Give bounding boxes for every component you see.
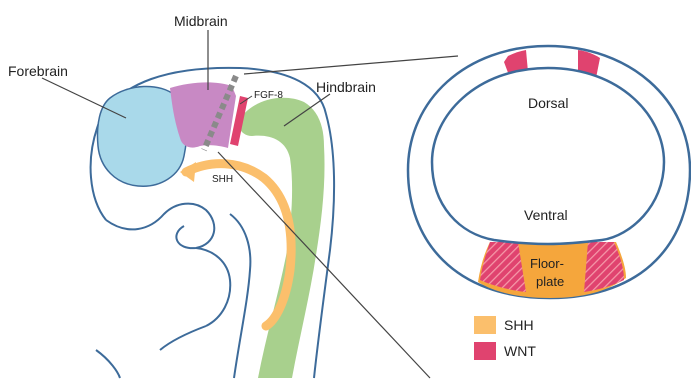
embryo-jaw-outline bbox=[196, 248, 230, 326]
legend-label-shh: SHH bbox=[504, 317, 534, 333]
hindbrain-label: Hindbrain bbox=[316, 79, 376, 95]
fgf8-label: FGF-8 bbox=[254, 90, 283, 101]
legend-swatch-shh bbox=[474, 316, 496, 334]
legend-label-wnt: WNT bbox=[504, 343, 536, 359]
section-pointer-upper bbox=[244, 56, 458, 74]
floorplate-label-line2: plate bbox=[536, 274, 564, 289]
ventral-label: Ventral bbox=[524, 207, 568, 223]
embryo-face-outline bbox=[106, 204, 214, 249]
embryo-neck-outline bbox=[230, 214, 250, 378]
dorsal-label: Dorsal bbox=[528, 95, 568, 111]
midbrain-label: Midbrain bbox=[174, 13, 228, 29]
floorplate-label-line1: Floor- bbox=[530, 256, 564, 271]
shh-arrowhead bbox=[180, 162, 196, 182]
embryo-pharynx-outline bbox=[160, 326, 206, 350]
shh-label: SHH bbox=[212, 174, 233, 185]
embryo-chin-outline bbox=[96, 350, 120, 378]
shh-ventral-stripe bbox=[186, 164, 291, 326]
hindbrain-region bbox=[238, 98, 325, 378]
legend-swatch-wnt bbox=[474, 342, 496, 360]
forebrain-label: Forebrain bbox=[8, 63, 68, 79]
